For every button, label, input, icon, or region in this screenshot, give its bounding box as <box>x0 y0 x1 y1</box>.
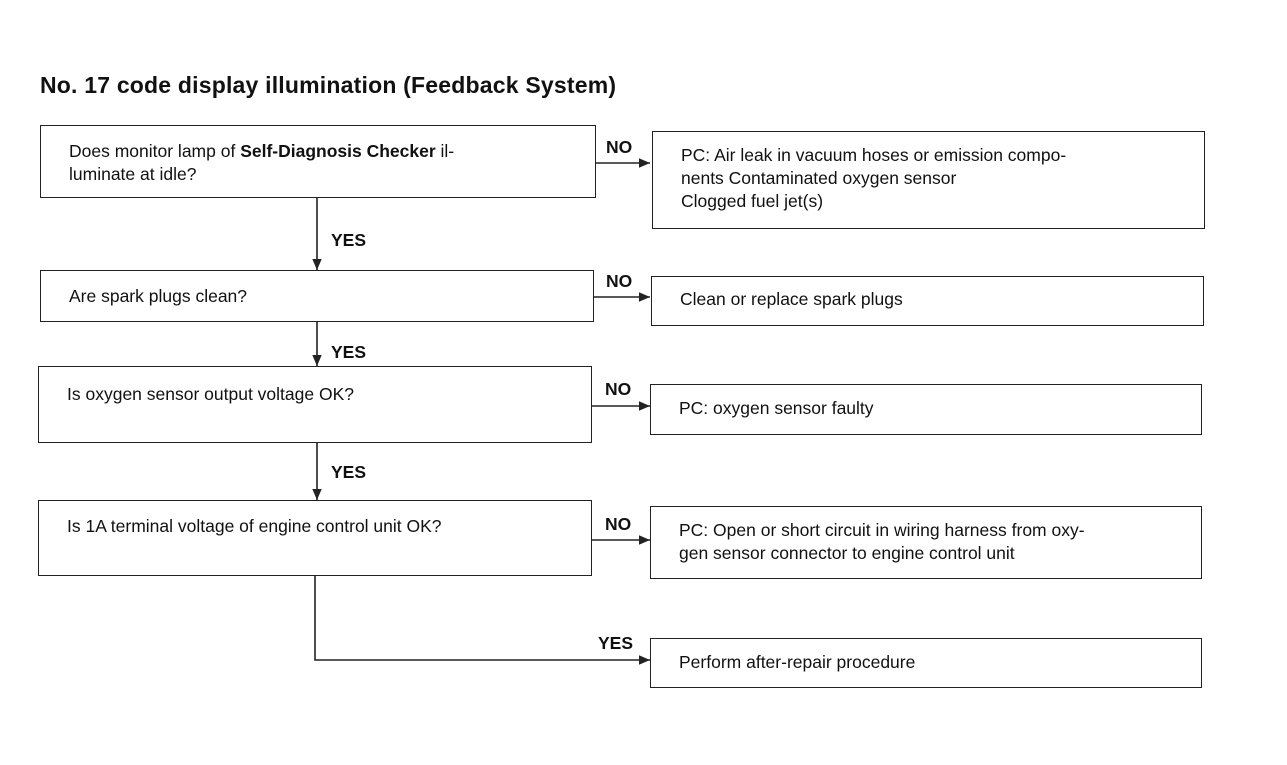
self-diagnosis-checker-term: Self-Diagnosis Checker <box>240 141 436 161</box>
question-1-line1: Does monitor lamp of Self-Diagnosis Chec… <box>69 141 455 161</box>
result-box-4: PC: Open or short circuit in wiring harn… <box>650 506 1202 579</box>
no-label-1: NO <box>606 137 633 157</box>
yes-label-4: YES <box>598 633 634 653</box>
no-label-2: NO <box>606 271 633 291</box>
question-box-1: Does monitor lamp of Self-Diagnosis Chec… <box>40 125 596 198</box>
result-box-1: PC: Air leak in vacuum hoses or emission… <box>652 131 1205 229</box>
result-box-3: PC: oxygen sensor faulty <box>650 384 1202 435</box>
yes-arrow-4 <box>314 576 650 665</box>
question-box-3: Is oxygen sensor output voltage OK? <box>38 366 592 443</box>
no-label-4: NO <box>605 514 632 534</box>
page-title: No. 17 code display illumination (Feedba… <box>40 72 617 98</box>
result-box-2: Clean or replace spark plugs <box>651 276 1204 326</box>
yes-label-2: YES <box>331 342 367 362</box>
result-box-5: Perform after-repair procedure <box>650 638 1202 688</box>
yes-label-3: YES <box>331 462 367 482</box>
yes-label-1: YES <box>331 230 367 250</box>
question-box-2: Are spark plugs clean? <box>40 270 594 322</box>
question-box-4: Is 1A terminal voltage of engine control… <box>38 500 592 576</box>
question-1-line2: luminate at idle? <box>69 164 197 184</box>
no-label-3: NO <box>605 379 632 399</box>
